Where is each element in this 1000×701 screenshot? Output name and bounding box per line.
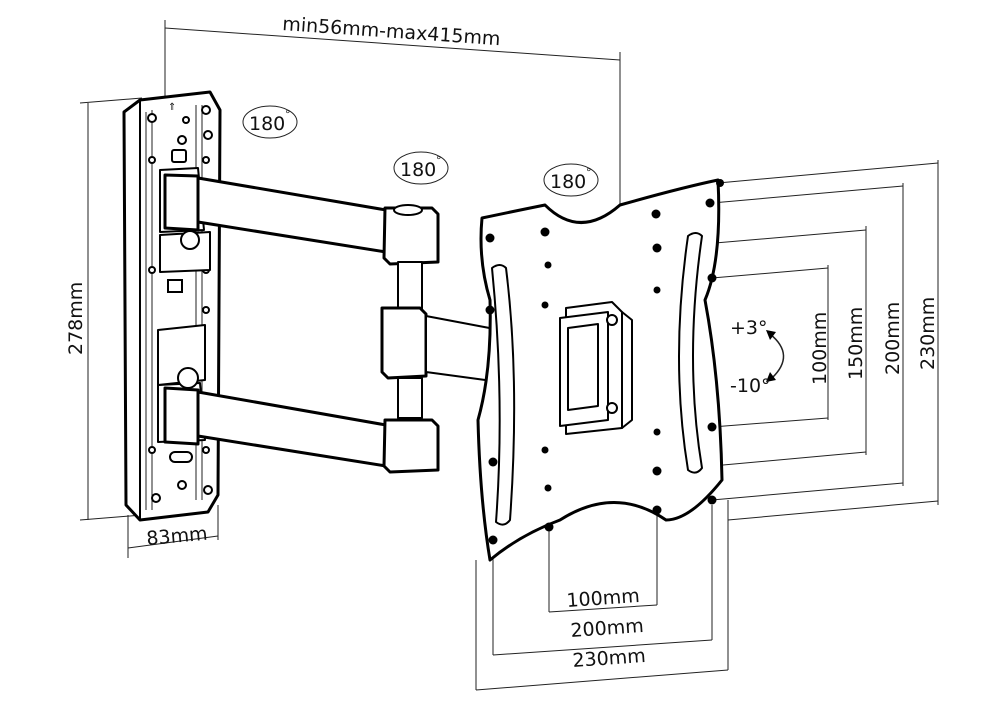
tilt-down-arrow-icon (766, 372, 776, 382)
svg-text:°: ° (285, 108, 291, 121)
vesa-h-200-label: 200mm (570, 615, 645, 642)
lower-arm (163, 367, 440, 474)
tilt-indicator: +3° -10° (730, 317, 785, 397)
up-arrow-mark: ⇑ (168, 102, 176, 113)
tilt-up-arrow-icon (766, 330, 776, 340)
vesa-v-230-label: 230mm (917, 297, 939, 370)
vesa-v-100-label: 100mm (809, 312, 831, 385)
rotation-wall-pivot: 180 ° (242, 105, 298, 139)
rotation-wall-label: 180 (249, 113, 285, 135)
tilt-down-label: -10° (730, 375, 771, 397)
wall-height-label: 278mm (65, 282, 87, 355)
rotation-plate-pivot: 180 ° (543, 163, 599, 197)
vesa-v-200-label: 200mm (882, 302, 904, 375)
vesa-v-150-label: 150mm (845, 307, 867, 380)
vesa-h-100-label: 100mm (566, 585, 641, 612)
svg-text:°: ° (436, 154, 442, 167)
vesa-h-230-label: 230mm (572, 645, 647, 672)
wall-width-label: 83mm (146, 523, 209, 550)
vesa-plate (476, 178, 724, 562)
arm-extension-label: min56mm-max415mm (282, 13, 502, 50)
svg-text:°: ° (586, 166, 592, 179)
wall-plate: ⇑ (122, 90, 222, 522)
upper-arm (163, 173, 440, 311)
dimension-lines: min56mm-max415mm 278mm 83mm 100mm 200mm … (65, 13, 939, 691)
rotation-plate-label: 180 (550, 171, 586, 193)
tilt-up-label: +3° (730, 317, 768, 339)
rotation-middle-pivot: 180 ° (393, 151, 449, 185)
middle-joint (380, 306, 501, 419)
rotation-middle-label: 180 (400, 159, 436, 181)
